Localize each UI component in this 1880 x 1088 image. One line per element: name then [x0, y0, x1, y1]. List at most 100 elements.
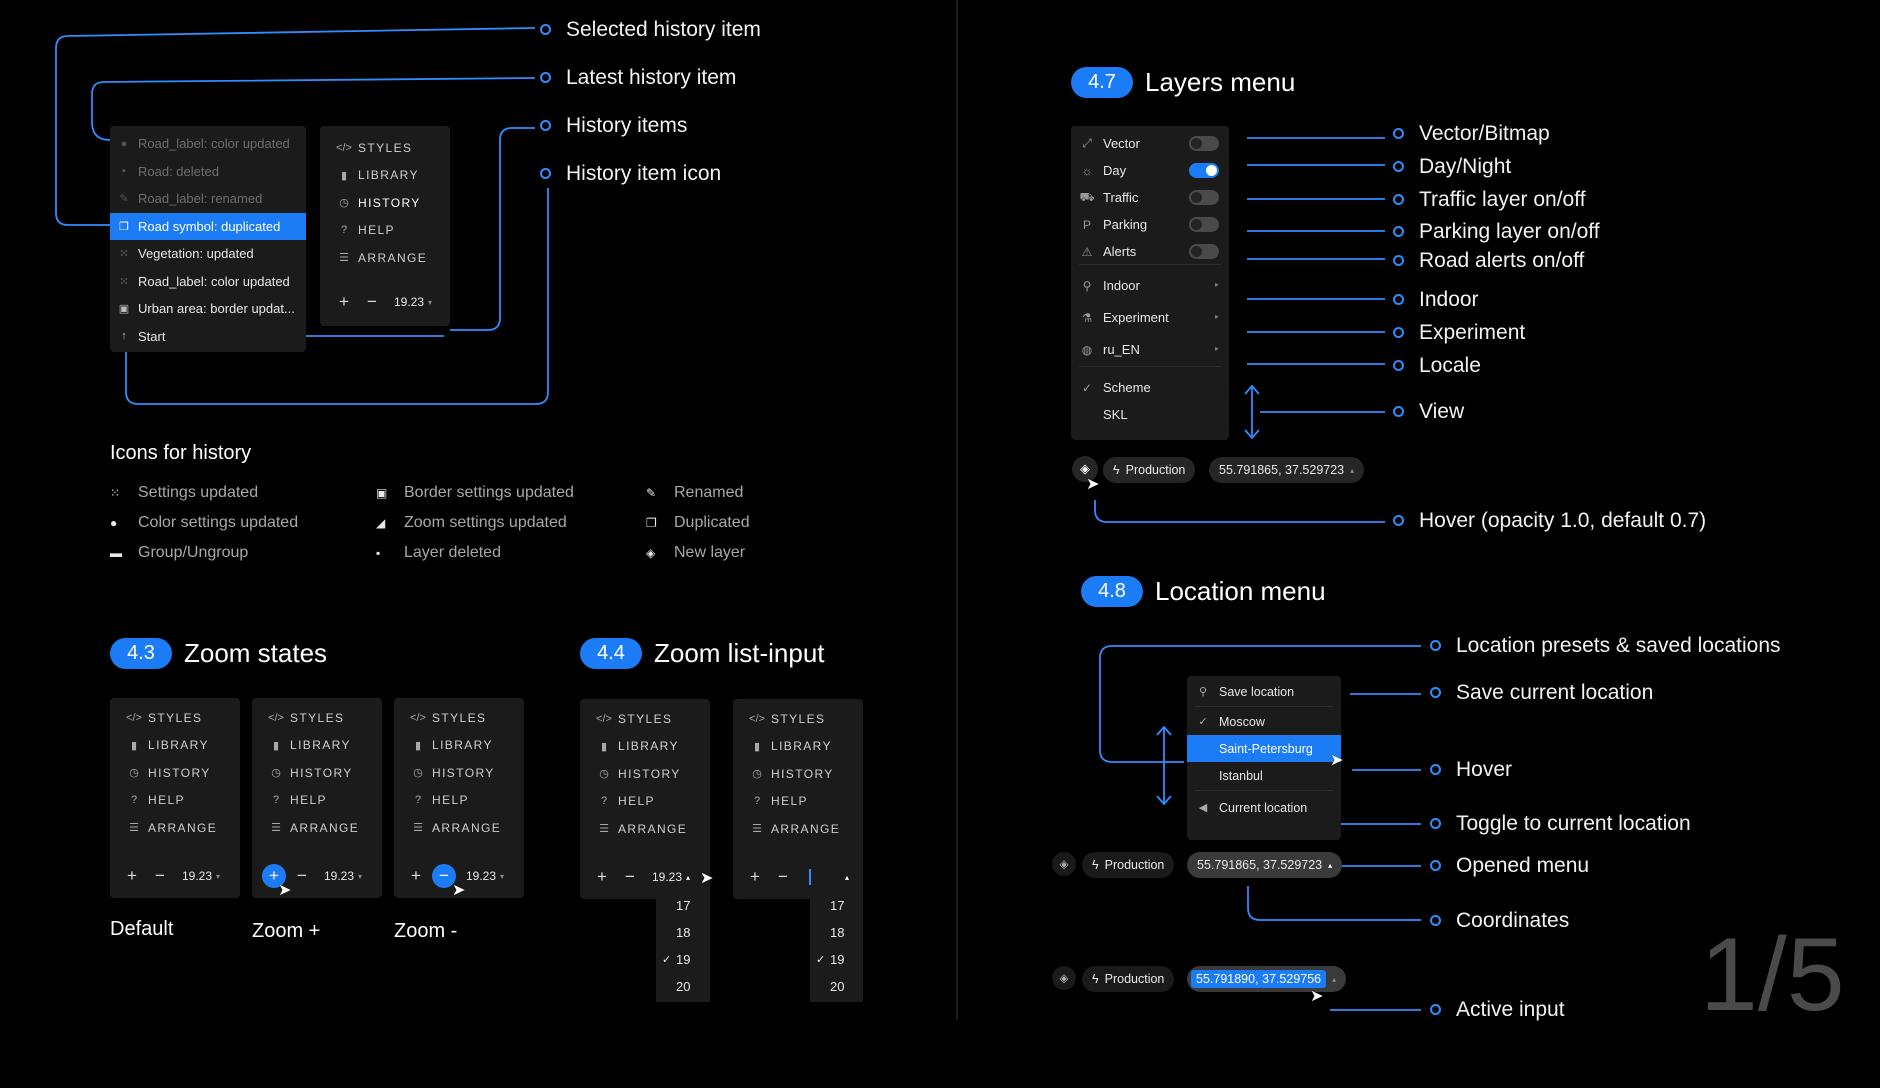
zoom-input-caret[interactable] — [809, 869, 811, 885]
layer-row-indoor[interactable]: ⚲Indoor▸ — [1071, 272, 1229, 299]
side-menu-item-styles[interactable]: </>STYLES — [120, 704, 230, 731]
zoom-out-button[interactable]: − — [432, 864, 456, 888]
layer-row-scheme[interactable]: ✓Scheme — [1071, 374, 1229, 401]
layers-button[interactable]: ◈ — [1052, 966, 1076, 990]
zoom-value[interactable]: 19.23 — [466, 869, 497, 883]
side-menu-item-history[interactable]: ◷HISTORY — [120, 759, 230, 786]
history-item[interactable]: ●Road_label: color updated — [110, 130, 306, 157]
history-item[interactable]: ↑Start — [110, 323, 306, 350]
coordinates-value[interactable]: 55.791890, 37.529756 — [1191, 970, 1327, 988]
zoom-option-18[interactable]: 18 — [810, 919, 863, 946]
side-menu-item-styles[interactable]: </>STYLES — [262, 704, 372, 731]
zoom-option-18[interactable]: 18 — [656, 919, 710, 946]
toggle-switch[interactable] — [1189, 190, 1219, 205]
chevron-up-icon[interactable]: ▴ — [845, 872, 850, 882]
zoom-out-button[interactable]: − — [297, 866, 307, 885]
zoom-value[interactable]: 19.23 — [652, 870, 683, 884]
toggle-switch[interactable] — [1189, 244, 1219, 259]
history-item[interactable]: ▪Road: deleted — [110, 158, 306, 185]
zoom-value[interactable]: 19.23 — [394, 295, 425, 309]
zoom-option-17[interactable]: 17 — [810, 892, 863, 919]
side-menu-item-help[interactable]: ?HELP — [404, 787, 514, 814]
side-menu-item-help[interactable]: ?HELP — [590, 788, 700, 815]
side-menu-item-styles[interactable]: </>STYLES — [743, 705, 853, 732]
zoom-out-button[interactable]: − — [625, 867, 635, 886]
chevron-down-icon[interactable]: ▾ — [216, 871, 221, 881]
zoom-in-button[interactable]: + — [127, 866, 137, 885]
location-row-saint-petersburg[interactable]: Saint-Petersburg — [1187, 735, 1341, 762]
layers-button[interactable]: ◈ — [1072, 456, 1098, 482]
toggle-switch[interactable] — [1189, 217, 1219, 232]
zoom-out-button[interactable]: − — [367, 292, 377, 311]
zoom-out-button[interactable]: − — [155, 866, 165, 885]
zoom-option-17[interactable]: 17 — [656, 892, 710, 919]
toggle-switch[interactable] — [1189, 136, 1219, 151]
side-menu-item-styles[interactable]: </>STYLES — [330, 134, 440, 161]
layer-row-vector[interactable]: ⤢Vector — [1071, 130, 1229, 157]
side-menu-item-arrange[interactable]: ☰ARRANGE — [262, 814, 372, 841]
side-menu-item-arrange[interactable]: ☰ARRANGE — [120, 814, 230, 841]
toggle-switch[interactable] — [1189, 163, 1219, 178]
coordinates-pill[interactable]: 55.791865, 37.529723▴ — [1209, 457, 1365, 483]
zoom-in-button[interactable]: + — [262, 864, 286, 888]
zoom-in-button[interactable]: + — [411, 866, 421, 885]
side-menu-item-help[interactable]: ?HELP — [120, 787, 230, 814]
zoom-out-button[interactable]: − — [778, 867, 788, 886]
layer-row-skl[interactable]: SKL — [1071, 401, 1229, 428]
layers-button[interactable]: ◈ — [1052, 852, 1076, 876]
zoom-value[interactable]: 19.23 — [182, 869, 213, 883]
history-item[interactable]: ⁙Road_label: color updated — [110, 268, 306, 295]
location-row-istanbul[interactable]: Istanbul — [1187, 762, 1341, 789]
coordinates-input-active[interactable]: 55.791890, 37.529756▴ — [1187, 966, 1347, 992]
side-menu-item-library[interactable]: ▮LIBRARY — [404, 732, 514, 759]
layer-row-day[interactable]: ☼Day — [1071, 157, 1229, 184]
chevron-down-icon[interactable]: ▾ — [500, 871, 505, 881]
side-menu-item-arrange[interactable]: ☰ARRANGE — [743, 815, 853, 842]
zoom-option-19[interactable]: ✓19 — [810, 946, 863, 973]
chevron-down-icon[interactable]: ▾ — [358, 871, 363, 881]
side-menu-item-arrange[interactable]: ☰ARRANGE — [330, 244, 440, 271]
layer-row-experiment[interactable]: ⚗Experiment▸ — [1071, 304, 1229, 331]
side-menu-item-history[interactable]: ◷HISTORY — [743, 760, 853, 787]
side-menu-item-history[interactable]: ◷HISTORY — [590, 760, 700, 787]
side-menu-item-help[interactable]: ?HELP — [743, 788, 853, 815]
history-item[interactable]: ⁙Vegetation: updated — [110, 240, 306, 267]
zoom-in-button[interactable]: + — [750, 867, 760, 886]
location-row-save-location[interactable]: ⚲Save location — [1187, 678, 1341, 705]
side-menu-item-arrange[interactable]: ☰ARRANGE — [404, 814, 514, 841]
layer-row-alerts[interactable]: ⚠Alerts — [1071, 238, 1229, 265]
side-menu-item-library[interactable]: ▮LIBRARY — [262, 732, 372, 759]
chevron-down-icon[interactable]: ▾ — [428, 297, 433, 307]
chevron-up-icon[interactable]: ▴ — [686, 872, 691, 882]
side-menu-item-history[interactable]: ◷HISTORY — [330, 189, 440, 216]
location-row-current-location[interactable]: ◀Current location — [1187, 794, 1341, 821]
zoom-option-20[interactable]: 20 — [810, 973, 863, 1000]
side-menu-item-styles[interactable]: </>STYLES — [590, 705, 700, 732]
zoom-value[interactable]: 19.23 — [324, 869, 355, 883]
side-menu-item-library[interactable]: ▮LIBRARY — [743, 733, 853, 760]
side-menu-item-library[interactable]: ▮LIBRARY — [120, 732, 230, 759]
history-item[interactable]: ❐Road symbol: duplicated — [110, 212, 306, 240]
location-row-moscow[interactable]: ✓Moscow — [1187, 708, 1341, 735]
side-menu-item-arrange[interactable]: ☰ARRANGE — [590, 815, 700, 842]
side-menu-item-history[interactable]: ◷HISTORY — [262, 759, 372, 786]
history-item[interactable]: ✎Road_label: renamed — [110, 185, 306, 212]
side-menu-item-history[interactable]: ◷HISTORY — [404, 759, 514, 786]
coordinates-pill-opened[interactable]: 55.791865, 37.529723▴ — [1187, 852, 1343, 878]
side-menu-item-library[interactable]: ▮LIBRARY — [590, 733, 700, 760]
zoom-in-button[interactable]: + — [339, 292, 349, 311]
layer-row-traffic[interactable]: ⛟Traffic — [1071, 184, 1229, 211]
side-menu-item-styles[interactable]: </>STYLES — [404, 704, 514, 731]
zoom-in-button[interactable]: + — [597, 867, 607, 886]
layer-row-ru-en[interactable]: ◍ru_EN▸ — [1071, 336, 1229, 363]
side-menu-item-help[interactable]: ?HELP — [330, 217, 440, 244]
zoom-option-19[interactable]: ✓19 — [656, 946, 710, 973]
side-menu-item-help[interactable]: ?HELP — [262, 787, 372, 814]
zoom-option-20[interactable]: 20 — [656, 973, 710, 1000]
history-item[interactable]: ▣Urban area: border updat... — [110, 295, 306, 322]
side-menu-item-library[interactable]: ▮LIBRARY — [330, 162, 440, 189]
